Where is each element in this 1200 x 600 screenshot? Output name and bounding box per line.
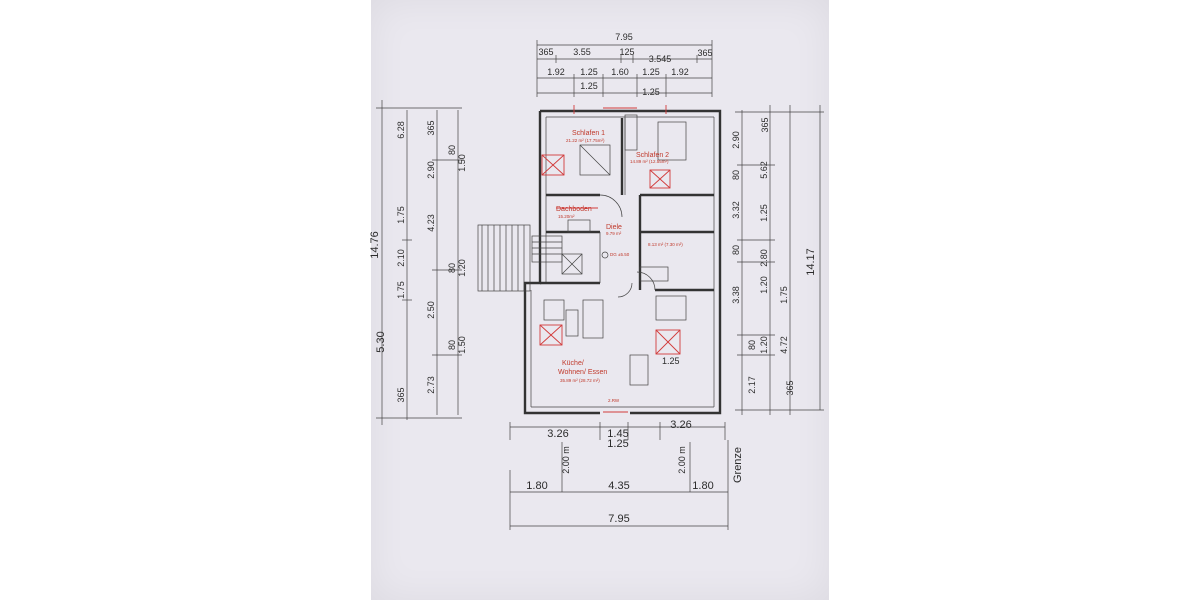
room-area-dachboden: 15.20m² xyxy=(558,214,575,219)
right-dim: 1.75 xyxy=(779,286,789,304)
left-dim: 80 xyxy=(447,145,457,155)
boundary-label: Grenze xyxy=(732,447,744,483)
bottom-dim: 1.80 xyxy=(692,480,713,492)
bottom-dim: 4.35 xyxy=(608,480,629,492)
bottom-dim: 1.25 xyxy=(607,438,628,450)
room-name-dachboden: Dachboden xyxy=(556,206,592,213)
left-dim: 2.50 xyxy=(426,301,436,319)
left-dim: 80 xyxy=(447,263,457,273)
right-dim: 5.62 xyxy=(759,161,769,179)
right-dim: 3.32 xyxy=(731,201,741,219)
room-name-wohnen-essen: Wohnen/ Essen xyxy=(558,369,607,376)
side-setback-left: 2.00 m xyxy=(561,446,571,474)
right-dim: 365 xyxy=(760,117,770,132)
left-dim: 365 xyxy=(426,120,436,135)
left-dim: 1.20 xyxy=(457,259,467,277)
room-name-schlafen-1: Schlafen 1 xyxy=(572,130,605,137)
left-dim: 2.10 xyxy=(396,249,406,267)
right-dim: 80 xyxy=(747,340,757,350)
room-area-bad: 8.13 m² (7.30 m²) xyxy=(648,242,683,247)
top-dim: 1.92 xyxy=(671,67,689,77)
room-name-diele: Diele xyxy=(606,224,622,231)
right-dim: 365 xyxy=(785,380,795,395)
left-dim: 5.30 xyxy=(375,331,387,352)
top-dimension-chains: 7.95 365 3.55 125 3.545 365 1.92 1.25 1.… xyxy=(536,32,713,97)
top-dim: 1.92 xyxy=(547,67,565,77)
right-dim: 1.20 xyxy=(759,336,769,354)
left-dim: 1.50 xyxy=(457,154,467,172)
bottom-dim: 3.26 xyxy=(670,419,691,431)
stairs xyxy=(477,224,583,292)
room-name-kueche: Küche/ xyxy=(562,360,584,367)
left-dim: 365 xyxy=(396,387,406,402)
left-dim: 1.75 xyxy=(396,281,406,299)
right-dim: 3.38 xyxy=(731,286,741,304)
bottom-dimension-chains: 3.26 1.45 3.26 1.25 2.00 m 2.00 m 1.80 4… xyxy=(509,419,744,530)
side-setback-right: 2.00 m xyxy=(677,446,687,474)
left-dimension-chains: 14.76 365 6.28 1.75 2.10 1.75 5.30 365 2… xyxy=(369,100,467,425)
room-area-kueche: 35.89 m² (28.72 m²) xyxy=(560,378,600,383)
right-dimension-chains: 2.90 365 80 3.32 80 3.38 80 2.17 365 5.6… xyxy=(731,105,824,415)
top-dim: 1.25 xyxy=(580,67,598,77)
right-dim: 2.17 xyxy=(747,376,757,394)
left-dim: 6.28 xyxy=(396,121,406,139)
inner-dim: 1.25 xyxy=(662,356,680,366)
top-dim: 1.60 xyxy=(611,67,629,77)
top-dim: 365 xyxy=(538,47,553,57)
bottom-total-dim: 7.95 xyxy=(608,513,629,525)
left-dim: 2.73 xyxy=(426,376,436,394)
bottom-dim: 3.26 xyxy=(547,428,568,440)
left-dim: 1.50 xyxy=(457,336,467,354)
room-labels: Schlafen 1 21.22 m² (17.75m²) Schlafen 2… xyxy=(556,130,683,403)
right-total-dim: 14.17 xyxy=(805,248,817,276)
top-dim: 1.25 xyxy=(642,67,660,77)
right-dim: 2.90 xyxy=(731,131,741,149)
window-marks xyxy=(573,105,667,413)
right-dim: 2.80 xyxy=(759,249,769,267)
building-walls xyxy=(523,109,722,415)
top-dim: 3.55 xyxy=(573,47,591,57)
room-name-schlafen-2: Schlafen 2 xyxy=(636,152,669,159)
room-area-schlafen-2: 14.89 m² (12.55m²) xyxy=(630,159,669,164)
room-area-diele: 9.79 m² xyxy=(606,231,622,236)
bottom-dim: 1.80 xyxy=(526,480,547,492)
top-dim: 125 xyxy=(619,47,634,57)
left-dim: 2.90 xyxy=(426,161,436,179)
left-dim: 1.75 xyxy=(396,206,406,224)
right-dim: 1.25 xyxy=(759,204,769,222)
right-dim: 1.20 xyxy=(759,276,769,294)
right-dim: 80 xyxy=(731,245,741,255)
top-dim: 3.545 xyxy=(649,54,672,64)
left-dim: 80 xyxy=(447,340,457,350)
top-total-dim: 7.95 xyxy=(615,32,633,42)
bottom-dim: 1.45 xyxy=(607,428,628,440)
top-dim: 1.25 xyxy=(580,81,598,91)
right-dim: 4.72 xyxy=(779,336,789,354)
left-dim: 4.23 xyxy=(426,214,436,232)
top-dim: 1.25 xyxy=(642,87,660,97)
stair-level-label: DG ±5.50 xyxy=(610,252,630,257)
room-area-schlafen-1: 21.22 m² (17.75m²) xyxy=(566,138,605,143)
furniture xyxy=(539,114,687,386)
right-dim: 80 xyxy=(731,170,741,180)
left-total-dim: 14.76 xyxy=(369,231,381,259)
top-dim: 365 xyxy=(697,48,712,58)
window-label: 2.RW xyxy=(608,398,620,403)
